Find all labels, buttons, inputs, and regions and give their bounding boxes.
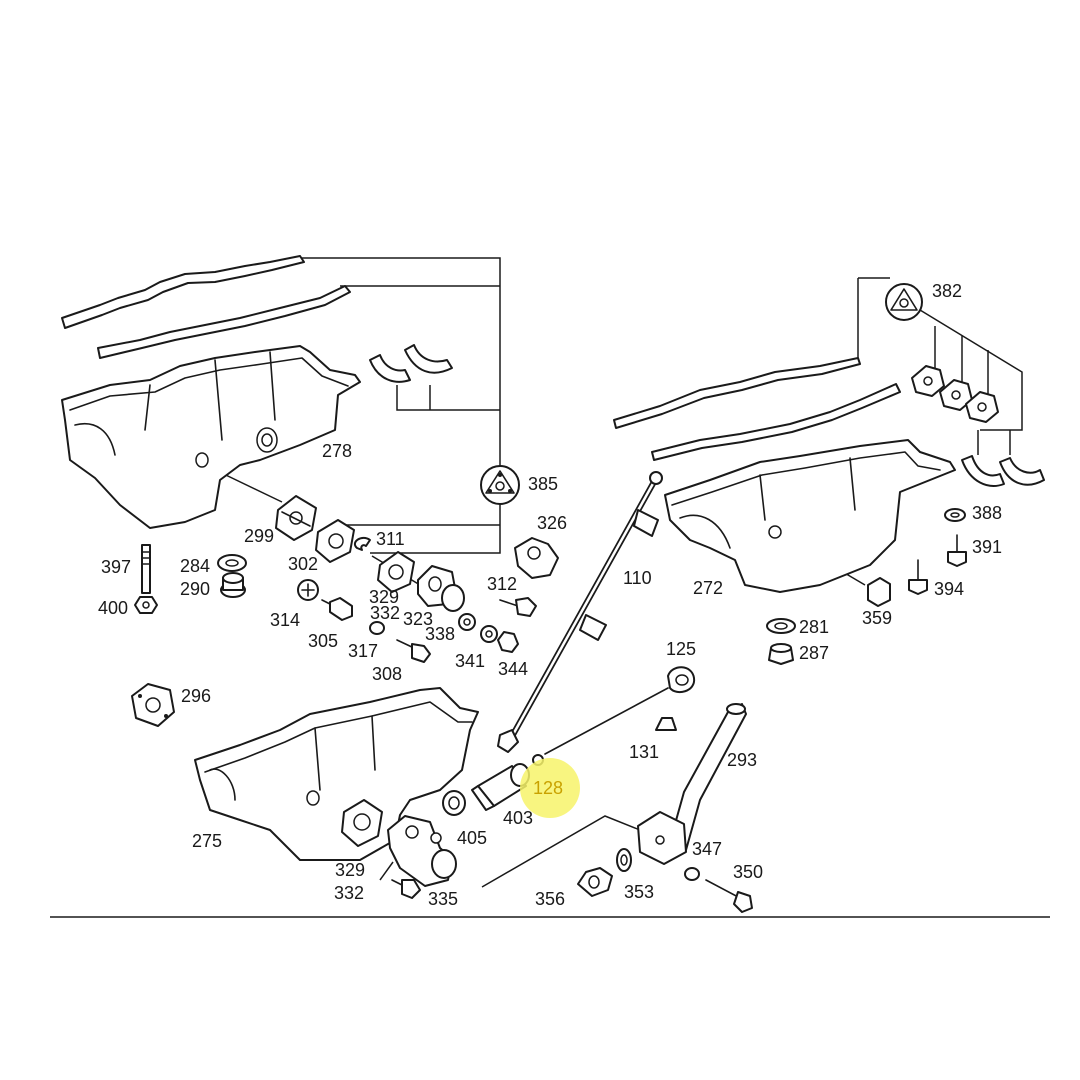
nut-400	[134, 596, 158, 614]
gasket-upper-272	[613, 357, 901, 461]
label-314[interactable]: 314	[270, 610, 300, 630]
label-323[interactable]: 323	[403, 609, 433, 629]
gasket-296	[131, 683, 175, 727]
label-335[interactable]: 335	[428, 889, 458, 909]
flange-385	[480, 465, 520, 505]
housing-323	[417, 565, 465, 612]
label-281[interactable]: 281	[799, 617, 829, 637]
gasket-302	[315, 519, 355, 563]
bearing-caps-right	[911, 365, 1045, 487]
label-293[interactable]: 293	[727, 750, 757, 770]
label-299[interactable]: 299	[244, 526, 274, 546]
cap-131	[655, 717, 677, 731]
elbow-326	[514, 537, 559, 579]
plug-359	[867, 577, 891, 607]
washer-341	[480, 625, 498, 643]
label-275[interactable]: 275	[192, 831, 222, 851]
oil-pan-278	[61, 345, 361, 529]
washer-281	[766, 618, 796, 634]
label-110[interactable]: 110	[623, 568, 652, 588]
gasket-upper-278	[61, 255, 351, 359]
gasket-329-lower	[341, 799, 383, 847]
highlight-marker-128	[520, 758, 580, 818]
filler-tube-293	[637, 703, 747, 865]
bearing-shells-left	[369, 344, 453, 383]
label-287[interactable]: 287	[799, 643, 829, 663]
flange-382	[885, 283, 923, 321]
housing-335	[387, 815, 457, 887]
label-131[interactable]: 131	[629, 742, 659, 762]
label-290[interactable]: 290	[180, 579, 210, 599]
connector-299	[275, 495, 317, 541]
label-338[interactable]: 338	[425, 624, 455, 644]
bolt-305	[321, 597, 353, 621]
label-332-upper[interactable]: 332	[370, 603, 400, 623]
label-317[interactable]: 317	[348, 641, 378, 661]
label-388[interactable]: 388	[972, 503, 1002, 523]
label-394[interactable]: 394	[934, 579, 964, 599]
label-284[interactable]: 284	[180, 556, 210, 576]
label-332-lower[interactable]: 332	[334, 883, 364, 903]
oil-pan-275	[194, 687, 479, 861]
label-296[interactable]: 296	[181, 686, 211, 706]
label-350[interactable]: 350	[733, 862, 763, 882]
ring-405	[442, 790, 466, 816]
label-403[interactable]: 403	[503, 808, 533, 828]
label-125[interactable]: 125	[666, 639, 696, 659]
label-278[interactable]: 278	[322, 441, 352, 461]
washer-284	[217, 554, 247, 572]
plug-287	[768, 643, 794, 665]
cap-314	[297, 579, 319, 601]
label-272[interactable]: 272	[693, 578, 723, 598]
ring-347	[684, 867, 700, 881]
label-305[interactable]: 305	[308, 631, 338, 651]
label-356[interactable]: 356	[535, 889, 565, 909]
dipstick-125	[532, 666, 696, 766]
label-391[interactable]: 391	[972, 537, 1002, 557]
stud-397	[141, 544, 151, 594]
plug-290	[220, 572, 246, 598]
bolt-312	[499, 597, 537, 617]
label-382[interactable]: 382	[932, 281, 962, 301]
bolt-394	[908, 559, 928, 595]
label-347[interactable]: 347	[692, 839, 722, 859]
fitting-356	[577, 867, 613, 897]
label-329-lower[interactable]: 329	[335, 860, 365, 880]
label-329-upper[interactable]: 329	[369, 587, 399, 607]
part-labels: 278 385 299 311 302 326 397 284 290 400 …	[98, 281, 1002, 909]
oil-pan-272	[664, 439, 956, 593]
label-128-highlighted[interactable]: 128	[533, 778, 563, 798]
bolt-308	[396, 639, 431, 663]
label-344[interactable]: 344	[498, 659, 528, 679]
label-385[interactable]: 385	[528, 474, 558, 494]
bolt-391	[947, 534, 967, 567]
label-312[interactable]: 312	[487, 574, 517, 594]
washer-388	[944, 508, 966, 522]
ring-311	[353, 536, 371, 551]
label-400[interactable]: 400	[98, 598, 128, 618]
bolt-332	[391, 879, 421, 899]
label-311[interactable]: 311	[376, 529, 405, 549]
ring-317	[369, 621, 385, 635]
label-308[interactable]: 308	[372, 664, 402, 684]
label-302[interactable]: 302	[288, 554, 318, 574]
label-397[interactable]: 397	[101, 557, 131, 577]
label-405[interactable]: 405	[457, 828, 487, 848]
nut-344	[497, 631, 519, 653]
bolt-350	[705, 879, 753, 913]
label-353[interactable]: 353	[624, 882, 654, 902]
label-359[interactable]: 359	[862, 608, 892, 628]
washer-338	[458, 613, 476, 631]
label-341[interactable]: 341	[455, 651, 485, 671]
sensor-403	[471, 763, 530, 811]
gasket-329-upper	[377, 551, 415, 593]
dipstick-tube-110	[497, 471, 663, 753]
label-326[interactable]: 326	[537, 513, 567, 533]
washer-353	[616, 848, 632, 872]
